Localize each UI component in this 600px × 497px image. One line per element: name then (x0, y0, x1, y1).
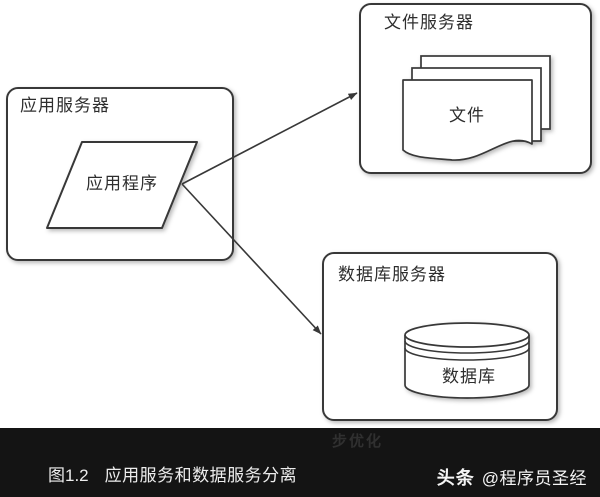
file-stack-icon (402, 55, 551, 161)
application-label: 应用程序 (86, 174, 158, 193)
app-server-label: 应用服务器 (20, 96, 110, 115)
brand-credit: 头条 @程序员圣经 (437, 464, 587, 490)
watermark-text: 步优化 (332, 433, 384, 450)
file-server-label: 文件服务器 (384, 13, 474, 32)
database-label: 数据库 (442, 367, 496, 386)
brand-handle: @程序员圣经 (481, 469, 587, 488)
application-parallelogram-shape (46, 141, 198, 229)
cylinder-ring-1 (404, 340, 530, 354)
footer-bar: 步优化 图1.2 应用服务和数据服务分离 头条 @程序员圣经 (0, 428, 600, 497)
file-sheet-front (402, 79, 533, 161)
arrow-app-to-db (181, 183, 322, 335)
cylinder-ring-2 (404, 347, 530, 361)
file-label: 文件 (449, 106, 485, 125)
database-cylinder-icon (404, 322, 530, 399)
figure-caption-text: 应用服务和数据服务分离 (104, 466, 298, 485)
arrow-app-to-file (181, 92, 358, 185)
brand-logo-text: 头条 (436, 468, 475, 488)
figure-caption: 图1.2 应用服务和数据服务分离 (48, 461, 297, 486)
figure-number: 图1.2 (48, 466, 89, 485)
db-server-label: 数据库服务器 (338, 265, 446, 284)
cylinder-top (404, 322, 530, 348)
